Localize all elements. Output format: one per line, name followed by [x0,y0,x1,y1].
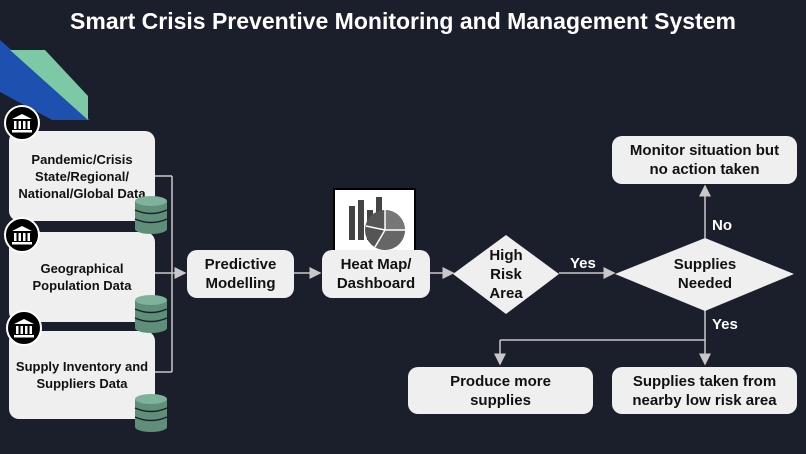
monitor-label: Monitor situation but no action taken [629,142,780,178]
source-box-pandemic: Pandemic/Crisis State/Regional/ National… [9,131,155,221]
bank-icon [4,105,40,141]
database-icon [134,196,168,234]
database-icon [134,295,168,333]
diagram-title: Smart Crisis Preventive Monitoring and M… [70,8,736,34]
nearby-label: Supplies taken from nearby low risk area [632,372,777,409]
supplies-needed-label: Supplies Needed [673,256,737,292]
supplies-needed-diamond [615,238,794,311]
produce-label: Produce more supplies [450,372,551,409]
yes-label-high-risk: Yes [570,255,596,272]
no-label-supplies: No [712,217,732,234]
predictive-modelling-box: Predictive Modelling [187,250,294,298]
source-label: Supply Inventory and Suppliers Data [15,359,149,391]
database-icon [134,394,168,432]
heatmap-label: Heat Map/ Dashboard [336,256,416,292]
source-box-supply: Supply Inventory and Suppliers Data [9,331,155,419]
monitor-box: Monitor situation but no action taken [612,136,797,184]
predictive-label: Predictive Modelling [204,256,277,292]
yes-label-supplies: Yes [712,316,738,333]
heatmap-dashboard-box: Heat Map/ Dashboard [322,250,430,298]
dashboard-chart-icon [333,188,416,256]
nearby-supplies-box: Supplies taken from nearby low risk area [612,367,797,414]
produce-supplies-box: Produce more supplies [408,367,593,414]
high-risk-label: High Risk Area [489,246,523,302]
bank-icon [4,217,40,253]
source-label: Geographical Population Data [32,261,132,293]
source-label: Pandemic/Crisis State/Regional/ National… [18,151,146,201]
bank-icon [6,310,42,346]
high-risk-diamond [453,235,559,314]
